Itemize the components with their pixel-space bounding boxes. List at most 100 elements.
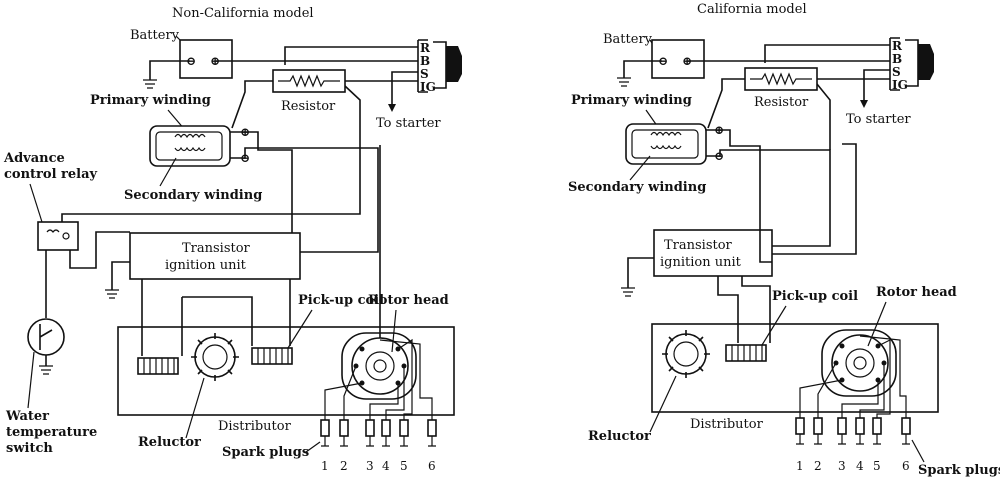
spark-plug-6 (901, 417, 911, 445)
plug-number-1: 1 (796, 459, 804, 473)
primary-winding-label: Primary winding (571, 93, 692, 108)
switch-terminal-b: B (420, 54, 430, 68)
spark-plug-5 (872, 417, 882, 445)
secondary-winding-label: Secondary winding (124, 188, 262, 203)
spark-plugs-label: Spark plugs (918, 463, 1000, 478)
water-switch-label-line2: temperature (6, 425, 97, 440)
tiu-label-line2: ignition unit (660, 255, 742, 270)
plug-number-5: 5 (873, 459, 881, 473)
spark-plug-1 (795, 417, 805, 445)
rotor-head-label: Rotor head (368, 293, 449, 308)
switch-terminal-ig: IG (892, 78, 908, 92)
to-starter-label: To starter (376, 116, 441, 131)
key-icon (918, 44, 934, 80)
plug-number-1: 1 (321, 459, 329, 473)
battery-label: Battery (130, 28, 180, 43)
plug-number-3: 3 (366, 459, 374, 473)
water-switch-label-line3: switch (6, 441, 53, 456)
ground-symbol (617, 77, 631, 87)
resistor-label: Resistor (754, 95, 809, 110)
switch-terminal-ig: IG (420, 80, 436, 94)
reluctor-icon (191, 333, 239, 381)
rotor-head-icon (341, 332, 417, 400)
ignition-switch: R B S IG (284, 39, 462, 94)
resistor: Resistor (231, 69, 418, 129)
key-icon (446, 46, 462, 82)
plug-number-6: 6 (428, 459, 436, 473)
pickup-coil (725, 344, 767, 362)
spark-plug-2 (339, 419, 349, 447)
spark-plug-4 (381, 419, 391, 447)
switch-terminal-s: S (420, 67, 429, 81)
transistor-ignition-unit: Transistor ignition unit (105, 232, 301, 299)
primary-winding-label: Primary winding (90, 93, 211, 108)
to-starter: To starter (846, 69, 911, 127)
tiu-label-line1: Transistor (182, 241, 251, 256)
tiu-label-line1: Transistor (664, 238, 733, 253)
spark-plugs: 1 2 3 4 5 6 Spark plugs (795, 335, 1000, 478)
battery-negative-terminal: ⊖ (186, 54, 196, 68)
spark-plug-4 (855, 417, 865, 445)
plug-number-5: 5 (400, 459, 408, 473)
transistor-ignition-unit: Transistor ignition unit (621, 229, 773, 297)
reluctor-icon (662, 330, 710, 378)
pickup-coil-right (251, 347, 293, 365)
ground-symbol (143, 79, 157, 89)
resistor-label: Resistor (281, 99, 336, 114)
pickup-coil-label: Pick-up coil (772, 289, 858, 304)
spark-plugs: 1 2 3 4 5 6 Spark plugs (222, 338, 437, 473)
reluctor-label: Reluctor (588, 429, 651, 444)
spark-plug-1 (320, 419, 330, 447)
spark-plug-5 (399, 419, 409, 447)
ignition-coil: Primary winding ⊕ ⊖ Secondary winding (568, 93, 724, 195)
ground-symbol (39, 365, 53, 375)
water-temperature-switch: Water temperature switch (5, 318, 97, 456)
advance-control-relay: Advance control relay (3, 151, 98, 251)
rotor-head-label: Rotor head (876, 285, 957, 300)
switch-terminal-s: S (892, 65, 901, 79)
spark-plug-3 (837, 417, 847, 445)
plug-number-4: 4 (382, 459, 390, 473)
battery-negative-terminal: ⊖ (658, 54, 668, 68)
plug-number-6: 6 (902, 459, 910, 473)
switch-terminal-r: R (892, 39, 903, 53)
panel-title: California model (697, 2, 807, 17)
spark-plug-2 (813, 417, 823, 445)
to-starter-label: To starter (846, 112, 911, 127)
advance-relay-label-line2: control relay (4, 167, 98, 182)
plug-number-4: 4 (856, 459, 864, 473)
ignition-switch: R B S IG (764, 37, 934, 92)
pickup-coil-label: Pick-up coil (298, 293, 384, 308)
ground-symbol (105, 289, 119, 299)
secondary-winding-label: Secondary winding (568, 180, 706, 195)
pickup-coil-left (137, 357, 179, 375)
battery-label: Battery (603, 32, 653, 47)
battery: Battery ⊖ ⊕ (130, 28, 418, 89)
distributor-label: Distributor (690, 417, 764, 432)
reluctor-label: Reluctor (138, 435, 201, 450)
spark-plugs-label: Spark plugs (222, 445, 309, 460)
battery: Battery ⊖ ⊕ (603, 32, 890, 87)
plug-number-2: 2 (814, 459, 822, 473)
distributor-label: Distributor (218, 419, 292, 434)
panel-california: California model Battery ⊖ ⊕ R B S IG Re… (568, 2, 1000, 478)
rotor-head-icon (821, 329, 897, 397)
tiu-label-line2: ignition unit (165, 258, 247, 273)
switch-terminal-b: B (892, 52, 902, 66)
plug-number-2: 2 (340, 459, 348, 473)
advance-relay-label-line1: Advance (3, 151, 65, 166)
spark-plug-6 (427, 419, 437, 447)
water-switch-label-line1: Water (5, 409, 49, 424)
resistor: Resistor (707, 67, 890, 129)
ignition-coil: Primary winding ⊕ ⊖ Secondary winding (90, 93, 262, 203)
ground-symbol (621, 287, 635, 297)
panel-title: Non-California model (172, 6, 314, 21)
to-starter: To starter (376, 71, 441, 131)
battery-positive-terminal: ⊕ (210, 54, 220, 68)
battery-positive-terminal: ⊕ (682, 54, 692, 68)
switch-terminal-r: R (420, 41, 431, 55)
spark-plug-3 (365, 419, 375, 447)
panel-non-california: Non-California model Battery ⊖ ⊕ R B S I… (3, 6, 462, 473)
plug-number-3: 3 (838, 459, 846, 473)
